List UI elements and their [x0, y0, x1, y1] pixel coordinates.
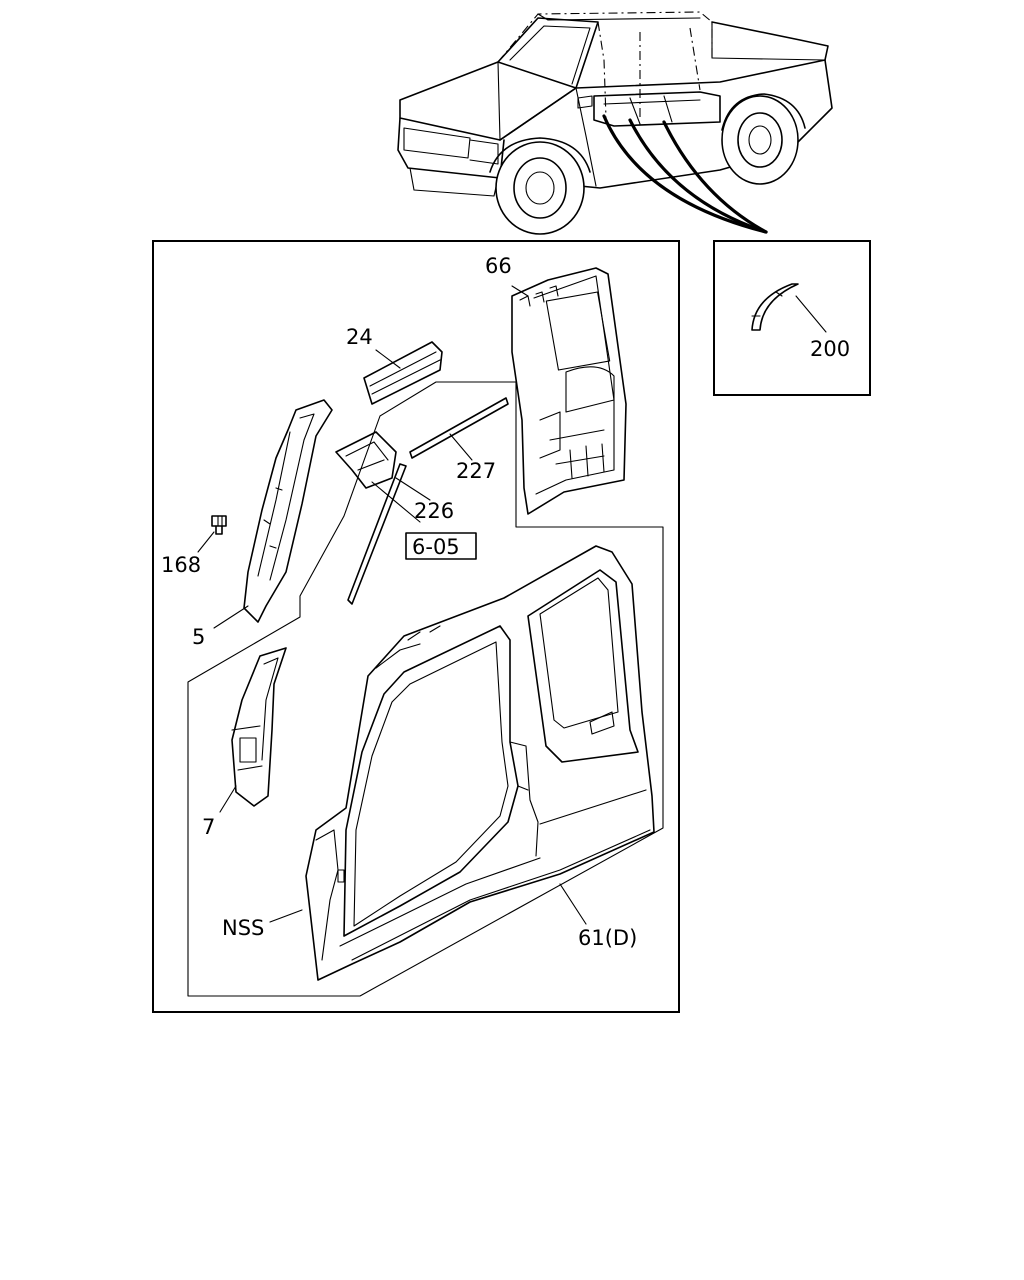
reference-6-05-label: 6-05 — [412, 535, 460, 559]
callout-66: 66 — [485, 254, 512, 278]
reference-6-05[interactable]: 6-05 — [405, 532, 477, 560]
part-227-strip — [409, 397, 509, 459]
part-200-shape — [751, 283, 799, 331]
part-168-bolt — [211, 515, 227, 535]
callout-61d: 61(D) — [578, 926, 637, 950]
inset-detail-box: 200 — [713, 240, 871, 396]
main-diagram-frame: 66 24 227 226 6-05 — [152, 240, 680, 1013]
callout-168: 168 — [161, 553, 201, 577]
callout-200: 200 — [810, 337, 850, 361]
part-24-roof-rail — [363, 341, 443, 405]
truck-overview-illustration — [397, 11, 833, 235]
assembly-group-outline — [187, 381, 664, 997]
callout-24: 24 — [346, 325, 373, 349]
part-66-rear-panel — [511, 267, 627, 515]
callout-226: 226 — [414, 499, 454, 523]
callout-nss: NSS — [222, 916, 264, 940]
part-61d-side-panel — [305, 545, 655, 981]
part-5-front-pillar — [243, 399, 333, 623]
callout-7: 7 — [202, 815, 215, 839]
callout-227: 227 — [456, 459, 496, 483]
callout-5: 5 — [192, 625, 205, 649]
part-7-lower-pillar — [231, 647, 287, 807]
part-226-bracket — [335, 431, 407, 605]
